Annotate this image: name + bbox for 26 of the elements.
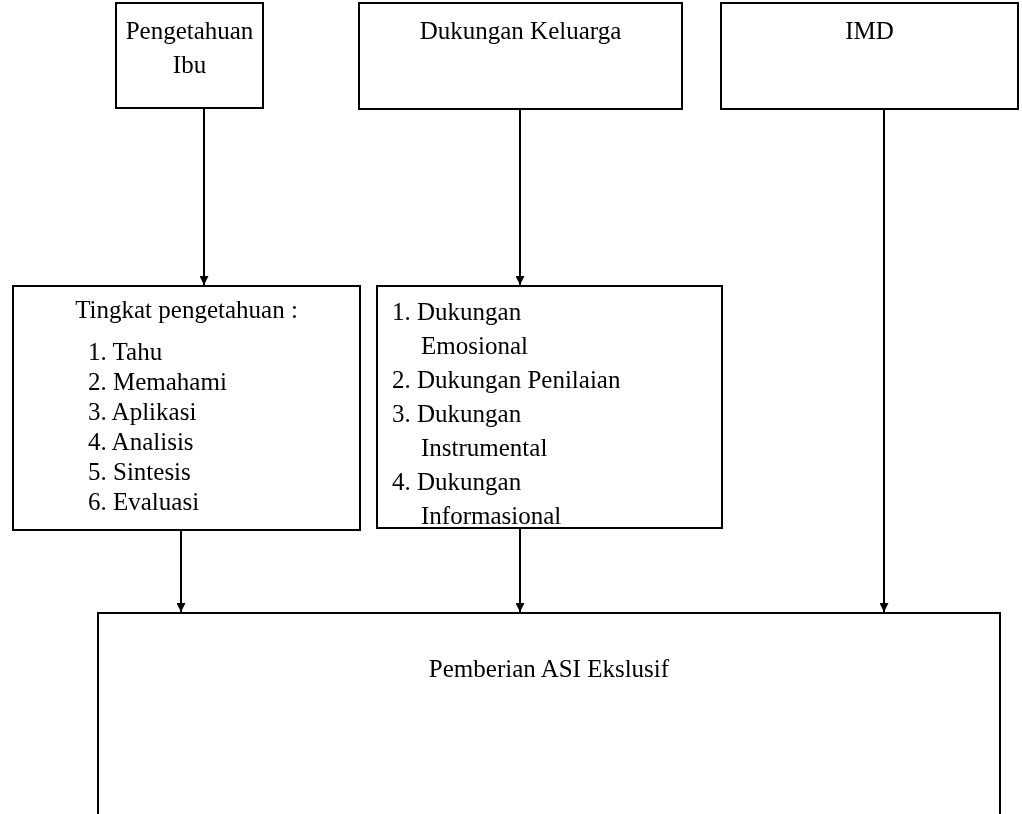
list-item: 3. Dukungan Instrumental xyxy=(391,399,549,463)
list-item: 1. Tahu xyxy=(87,337,164,367)
list-item: 2. Memahami xyxy=(87,367,228,397)
box-label: Pemberian ASI Ekslusif xyxy=(427,654,671,684)
box-label: Pengetahuan Ibu xyxy=(125,16,254,80)
list-item: 5. Sintesis xyxy=(87,457,192,487)
list-item: 4. Analisis xyxy=(87,427,195,457)
text-box xyxy=(358,2,683,110)
list-item: 2. Dukungan Penilaian xyxy=(391,365,622,395)
text-box xyxy=(115,2,264,109)
arrow xyxy=(515,109,525,286)
box-label: IMD xyxy=(844,16,895,46)
arrow xyxy=(176,530,186,613)
box-label: Dukungan Keluarga xyxy=(418,16,623,46)
list-item: 6. Evaluasi xyxy=(87,487,201,517)
text-box xyxy=(720,2,1019,110)
arrow xyxy=(515,528,525,613)
list-item: 4. Dukungan Informasional xyxy=(391,467,563,531)
list-item: 3. Aplikasi xyxy=(87,397,198,427)
list-item: 1. Dukungan Emosional xyxy=(391,297,529,361)
text-box xyxy=(97,612,1001,814)
box-heading: Tingkat pengetahuan : xyxy=(74,295,299,325)
text-box xyxy=(376,285,723,529)
arrow xyxy=(879,109,889,613)
arrow xyxy=(199,108,209,286)
text-box xyxy=(12,285,361,531)
